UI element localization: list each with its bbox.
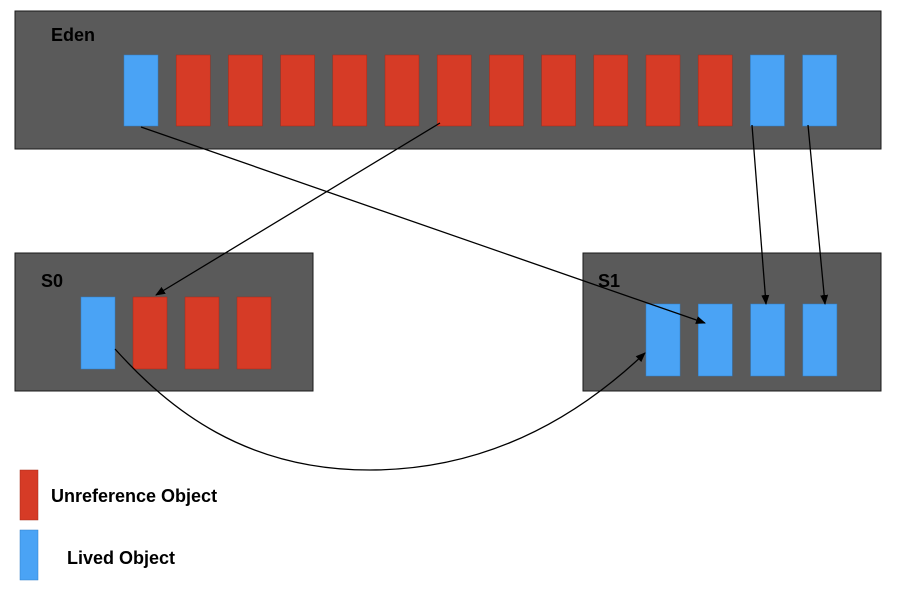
s0-unreferenced-object-3 xyxy=(184,296,220,370)
s0-lived-object-1 xyxy=(80,296,116,370)
arrow-eden-first-lived-to-s1 xyxy=(140,126,706,324)
s1-objects xyxy=(645,303,838,377)
s1-lived-object-1 xyxy=(645,303,681,377)
eden-label: Eden xyxy=(51,25,95,45)
legend-unreferenced-swatch xyxy=(19,469,39,521)
arrow-eden-unreferenced-to-s0 xyxy=(155,122,441,296)
legend-lived-label: Lived Object xyxy=(67,548,175,568)
eden-unreferenced-object-2 xyxy=(175,54,211,127)
eden-unreferenced-object-5 xyxy=(332,54,368,127)
eden-unreferenced-object-12 xyxy=(697,54,733,127)
eden-lived-object-1 xyxy=(123,54,159,127)
s1-lived-object-3 xyxy=(750,303,785,377)
eden-unreferenced-object-6 xyxy=(384,54,420,127)
eden-unreferenced-object-9 xyxy=(541,54,576,127)
legend: Unreference Object Lived Object xyxy=(19,469,217,581)
eden-objects xyxy=(123,54,837,127)
s0-unreferenced-object-4 xyxy=(236,296,272,370)
arrow-eden-lived-14-to-s1 xyxy=(807,124,829,305)
s1-lived-object-2 xyxy=(698,303,733,377)
eden-unreferenced-object-7 xyxy=(436,54,472,127)
eden-unreferenced-object-3 xyxy=(228,54,263,127)
eden-lived-object-14 xyxy=(802,54,837,127)
eden-unreferenced-object-8 xyxy=(489,54,524,127)
s0-label: S0 xyxy=(41,271,63,291)
s0-unreferenced-object-2 xyxy=(132,296,168,370)
eden-unreferenced-object-4 xyxy=(280,54,315,127)
arrows xyxy=(114,122,829,471)
eden-region: Eden xyxy=(14,10,882,150)
s1-region: S1 xyxy=(582,252,882,392)
eden-unreferenced-object-11 xyxy=(645,54,681,127)
s0-region: S0 xyxy=(14,252,314,392)
s0-objects xyxy=(80,296,272,370)
eden-lived-object-13 xyxy=(750,54,785,127)
s1-lived-object-4 xyxy=(802,303,838,377)
legend-unreferenced-label: Unreference Object xyxy=(51,486,217,506)
eden-unreferenced-object-10 xyxy=(593,54,629,127)
legend-lived-swatch xyxy=(19,529,39,581)
arrow-eden-lived-13-to-s1 xyxy=(751,124,770,305)
arrow-s0-lived-to-s1 xyxy=(114,348,646,471)
s1-label: S1 xyxy=(598,271,620,291)
